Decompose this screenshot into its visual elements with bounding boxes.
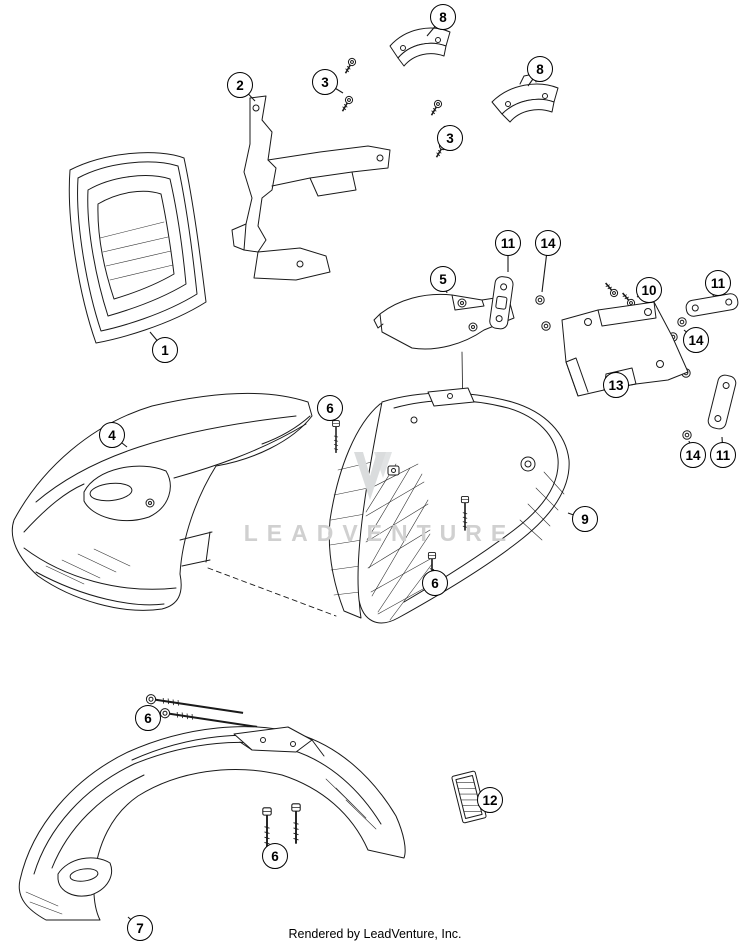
callout-8[interactable]: 8 bbox=[527, 56, 553, 82]
footer-credit: Rendered by LeadVenture, Inc. bbox=[288, 927, 462, 941]
part-2-mask-bracket bbox=[231, 95, 391, 281]
callout-4[interactable]: 4 bbox=[99, 422, 125, 448]
part-4-front-fender-upper bbox=[11, 392, 313, 611]
callout-6[interactable]: 6 bbox=[262, 843, 288, 869]
part-11-plate-b bbox=[685, 293, 739, 317]
callout-9[interactable]: 9 bbox=[572, 506, 598, 532]
callout-14[interactable]: 14 bbox=[680, 442, 706, 468]
callout-6[interactable]: 6 bbox=[317, 395, 343, 421]
part-1-headlight-mask bbox=[68, 152, 207, 344]
callout-14[interactable]: 14 bbox=[683, 327, 709, 353]
callout-3[interactable]: 3 bbox=[437, 125, 463, 151]
callout-5[interactable]: 5 bbox=[430, 266, 456, 292]
part-8-clamp-upper bbox=[389, 27, 451, 67]
part-11-plate-a bbox=[489, 276, 514, 330]
callout-10[interactable]: 10 bbox=[636, 277, 662, 303]
callout-2[interactable]: 2 bbox=[227, 72, 253, 98]
callout-7[interactable]: 7 bbox=[127, 915, 153, 941]
callout-11[interactable]: 11 bbox=[495, 230, 521, 256]
callout-3[interactable]: 3 bbox=[312, 69, 338, 95]
callout-8[interactable]: 8 bbox=[430, 4, 456, 30]
callout-6[interactable]: 6 bbox=[135, 705, 161, 731]
part-7-front-fender-lower bbox=[18, 726, 406, 921]
callout-13[interactable]: 13 bbox=[603, 372, 629, 398]
callout-11[interactable]: 11 bbox=[710, 442, 736, 468]
dashed-connector bbox=[207, 567, 337, 617]
part-11-plate-c bbox=[707, 374, 737, 430]
callout-14[interactable]: 14 bbox=[535, 230, 561, 256]
callout-6[interactable]: 6 bbox=[422, 570, 448, 596]
part-8-clamp-right bbox=[491, 73, 559, 123]
part-5-guard bbox=[373, 293, 515, 350]
callout-11[interactable]: 11 bbox=[705, 270, 731, 296]
callout-12[interactable]: 12 bbox=[477, 787, 503, 813]
callout-1[interactable]: 1 bbox=[152, 337, 178, 363]
